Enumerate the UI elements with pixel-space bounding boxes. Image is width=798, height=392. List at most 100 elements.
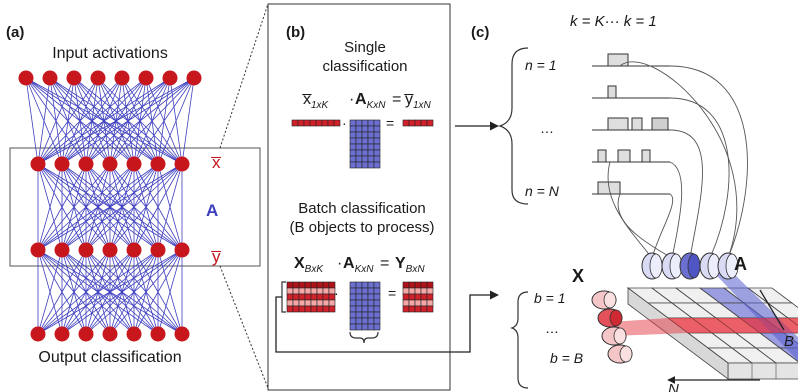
matrix-cell [291, 119, 299, 127]
eq1-dot: · [349, 91, 354, 108]
network-edge [61, 249, 183, 335]
matrix-cell [355, 305, 363, 313]
panel-a-label: (a) [6, 24, 24, 41]
neuron-node [186, 70, 202, 86]
matrix-cell [408, 305, 416, 313]
panel-c: (c) k = K··· k = 1 n = 1 … n = N A X b =… [471, 13, 798, 392]
neuron-node [174, 242, 190, 258]
matrix-cell [402, 287, 410, 295]
network-edge [37, 163, 135, 251]
fibre-curve [669, 97, 730, 259]
matrix-cell [367, 155, 375, 163]
network-edge [61, 77, 195, 165]
network-edge [85, 163, 183, 251]
neuron-node [78, 242, 94, 258]
matrix-cell [373, 299, 381, 307]
neuron-node [66, 70, 82, 86]
neuron-node [102, 156, 118, 172]
network-edge [85, 77, 195, 165]
matrix-cell [349, 311, 357, 319]
network-edge [157, 249, 183, 335]
neuron-node [126, 156, 142, 172]
matrix-cell [373, 119, 381, 127]
batch-title-2: (B objects to process) [289, 219, 434, 236]
neuron-node [174, 156, 190, 172]
a-input-discs [641, 252, 739, 280]
matrix-cell [355, 119, 363, 127]
matrix-cell [298, 281, 306, 289]
matrix-cell [349, 149, 357, 157]
matrix-cell [373, 161, 381, 169]
matrix-cell [355, 281, 363, 289]
matrix-cell [373, 143, 381, 151]
matrix-cell [373, 281, 381, 289]
matrix-cell [361, 125, 369, 133]
neuron-node [30, 156, 46, 172]
matrix-cell [286, 293, 294, 301]
matrix-cell [367, 281, 375, 289]
pulse [607, 85, 617, 99]
matrix-cell [367, 305, 375, 313]
matrix-cell [349, 305, 357, 313]
matrix-cell [316, 299, 324, 307]
panel-a: (a) Input activations Output classificat… [6, 3, 269, 389]
matrix-cell [361, 131, 369, 139]
y-batch-matrix [402, 281, 434, 313]
network-edge [109, 163, 183, 251]
matrix-cell [373, 305, 381, 313]
c-a-label: A [734, 254, 747, 274]
neuron-node [126, 326, 142, 342]
network-edge [133, 249, 183, 335]
batch-arrow [275, 290, 499, 353]
network-edge [157, 163, 183, 251]
matrix-cell [367, 323, 375, 331]
matrix-cell [298, 305, 306, 313]
matrix-cell [355, 287, 363, 295]
k-axis-label: k = K··· k = 1 [570, 13, 657, 30]
matrix-cell [349, 323, 357, 331]
matrix-cell [373, 311, 381, 319]
eq2-equals: = [380, 255, 389, 272]
x-row-beam [612, 318, 688, 336]
matrix-cell [420, 293, 428, 301]
eq2-x: XBxK [294, 255, 324, 275]
matrix-cell [349, 131, 357, 139]
matrix-cell [367, 311, 375, 319]
neuron-node [30, 242, 46, 258]
network-edge [37, 163, 159, 251]
matrix-cell [361, 281, 369, 289]
matrix-cell [361, 293, 369, 301]
network-edge [37, 77, 147, 165]
network-edge [37, 163, 63, 251]
matrix-cell [373, 323, 381, 331]
neuron-node [114, 70, 130, 86]
matrix-cell [367, 293, 375, 301]
network-edge [133, 163, 183, 251]
network-edge [37, 77, 195, 165]
network-edge [37, 249, 183, 335]
matrix-cell [355, 317, 363, 325]
matrix-cell [426, 293, 434, 301]
pulse-traces [592, 53, 670, 195]
matrix-cell [367, 161, 375, 169]
matrix-cell [310, 287, 318, 295]
x-row-highlight [668, 318, 798, 333]
eq2-y: YBxN [395, 255, 425, 275]
matrix-cell [355, 149, 363, 157]
y-row-vector [402, 119, 434, 127]
eq1-x: x̅1xK [302, 91, 330, 111]
neuron-node [102, 326, 118, 342]
slab-cell [754, 347, 798, 364]
matrix-cell [367, 137, 375, 145]
fibre-curve [607, 161, 653, 259]
network-edge [37, 77, 99, 165]
pulse [651, 117, 669, 131]
a-disc-face [649, 253, 663, 279]
network-edge [109, 77, 195, 165]
network-edge [37, 249, 111, 335]
matrix-cell [304, 293, 312, 301]
x-disc-face [619, 345, 633, 363]
neuron-node [54, 156, 70, 172]
matrix-cell [402, 299, 410, 307]
